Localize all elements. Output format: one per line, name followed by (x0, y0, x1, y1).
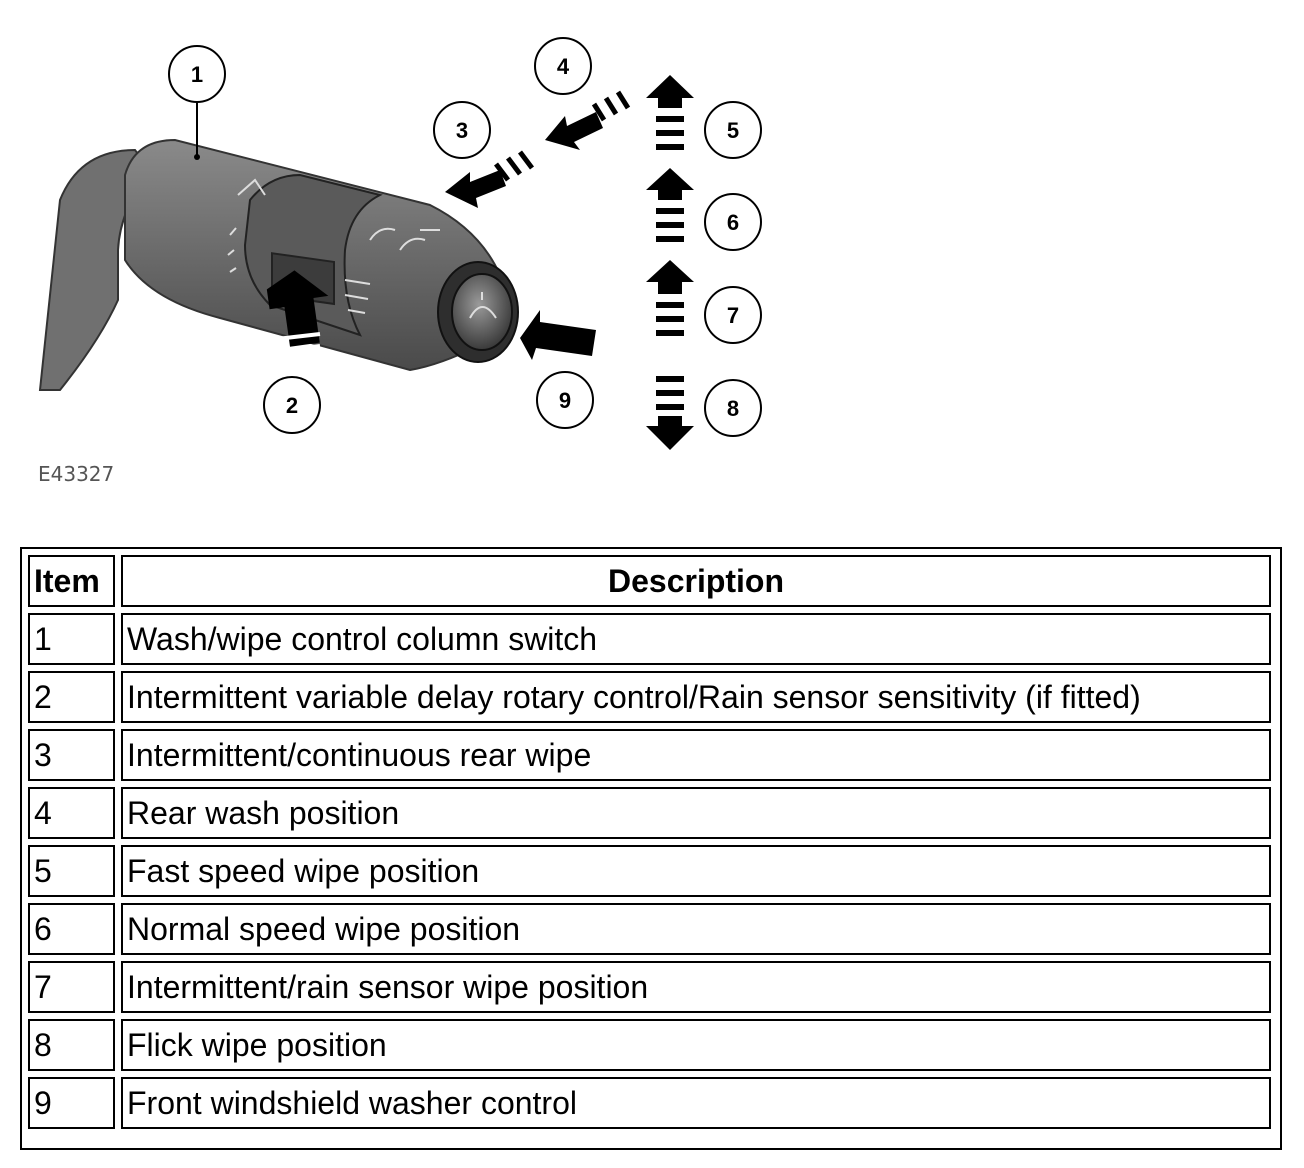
arrow-6-up (646, 168, 694, 242)
item-number-cell: 6 (28, 903, 115, 955)
callout-1: 1 (168, 45, 226, 103)
table-header-row: Item Description (28, 555, 1271, 607)
item-number-cell: 1 (28, 613, 115, 665)
callout-4: 4 (534, 37, 592, 95)
item-description-cell: Intermittent/rain sensor wipe position (121, 961, 1271, 1013)
wiper-switch-diagram: 1 2 3 4 5 6 7 8 9 (38, 37, 762, 450)
callout-5: 5 (704, 101, 762, 159)
callout-3-label: 3 (456, 118, 468, 143)
arrow-5-up (646, 75, 694, 150)
callout-8-label: 8 (727, 396, 739, 421)
callout-6-label: 6 (727, 210, 739, 235)
callout-8: 8 (704, 379, 762, 437)
header-description: Description (121, 555, 1271, 607)
item-number-cell: 8 (28, 1019, 115, 1071)
arrow-9-push (520, 310, 596, 360)
callout-6: 6 (704, 193, 762, 251)
arrow-4-diagonal (545, 90, 631, 150)
header-item: Item (28, 555, 115, 607)
callout-7-label: 7 (727, 303, 739, 328)
arrow-2-up (266, 270, 329, 366)
item-number-cell: 7 (28, 961, 115, 1013)
item-description-cell: Wash/wipe control column switch (121, 613, 1271, 665)
callout-5-label: 5 (727, 118, 739, 143)
callout-4-label: 4 (557, 54, 570, 79)
callout-9: 9 (536, 371, 594, 429)
item-description-cell: Fast speed wipe position (121, 845, 1271, 897)
ring-marks (227, 227, 371, 314)
item-number-cell: 5 (28, 845, 115, 897)
wiper-symbol-icon (237, 178, 440, 251)
item-number-cell: 3 (28, 729, 115, 781)
item-number-cell: 4 (28, 787, 115, 839)
item-description-cell: Normal speed wipe position (121, 903, 1271, 955)
callout-2: 2 (263, 376, 321, 434)
item-description-cell: Intermittent variable delay rotary contr… (121, 671, 1271, 723)
arrow-3-diagonal (445, 150, 534, 208)
callout-2-label: 2 (286, 393, 298, 418)
item-number-cell: 2 (28, 671, 115, 723)
callout-7: 7 (704, 286, 762, 344)
callout-9-label: 9 (559, 388, 571, 413)
item-description-cell: Flick wipe position (121, 1019, 1271, 1071)
callout-3: 3 (433, 101, 491, 159)
callout-1-label: 1 (191, 62, 203, 87)
arrow-8-down (646, 376, 694, 450)
washer-symbol-icon (469, 292, 497, 319)
figure-id-label: E43327 (38, 462, 115, 486)
item-number-cell: 9 (28, 1077, 115, 1129)
item-description-cell: Front windshield washer control (121, 1077, 1271, 1129)
arrow-7-up (646, 260, 694, 336)
item-description-cell: Intermittent/continuous rear wipe (121, 729, 1271, 781)
item-description-cell: Rear wash position (121, 787, 1271, 839)
